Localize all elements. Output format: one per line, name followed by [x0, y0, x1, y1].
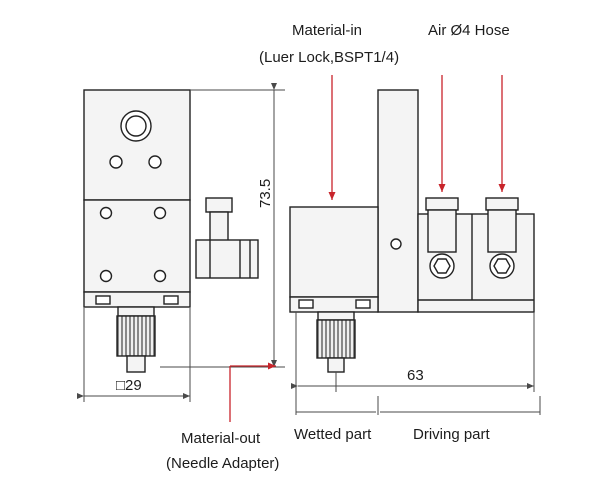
front-screw-hole — [148, 155, 162, 169]
width-dimension-label: □29 — [116, 377, 142, 394]
front-needle-tip — [126, 355, 146, 373]
front-upper-block — [83, 89, 191, 201]
height-dimension-label: 73.5 — [257, 178, 274, 208]
air-hose-label: Air Ø4 Hose — [428, 22, 510, 39]
front-screw-hole — [99, 269, 113, 283]
material-out-label: Material-out — [181, 430, 261, 447]
wetted-part-label: Wetted part — [294, 426, 372, 443]
material-out-sublabel: (Needle Adapter) — [166, 455, 280, 472]
part-brackets — [295, 312, 541, 415]
front-base-slot — [95, 295, 111, 305]
height-dimension — [160, 83, 285, 368]
material-in-label: Material-in — [292, 22, 363, 39]
front-screw-hole — [99, 206, 113, 220]
front-nozzle-collar — [117, 306, 155, 317]
front-screw-hole — [153, 269, 167, 283]
front-screw-hole — [153, 206, 167, 220]
front-fitting-body — [195, 239, 259, 279]
side-wetted-block — [289, 206, 379, 298]
side-plate-hole — [390, 238, 402, 250]
side-needle-tip — [327, 357, 345, 373]
length-dimension — [291, 312, 535, 392]
hex-socket — [493, 258, 511, 274]
side-knurled-nut — [316, 319, 356, 359]
front-fitting-stem — [209, 211, 229, 243]
air-fitting-body — [487, 209, 517, 253]
front-inlet-port-inner — [125, 115, 147, 137]
air-fitting-cap — [425, 197, 459, 211]
front-fitting-top — [205, 197, 233, 213]
air-fitting-cap — [485, 197, 519, 211]
width-dimension — [77, 308, 191, 402]
air-fitting-body — [427, 209, 457, 253]
front-screw-hole — [109, 155, 123, 169]
hex-socket — [433, 258, 451, 274]
material-in-sublabel: (Luer Lock,BSPT1/4) — [259, 49, 400, 66]
side-nozzle-collar — [317, 311, 355, 321]
front-knurled-nut — [116, 315, 156, 357]
annotation-arrows — [229, 75, 506, 422]
side-vertical-plate — [377, 89, 419, 313]
front-base-slot — [163, 295, 179, 305]
driving-part-label: Driving part — [413, 426, 490, 443]
side-view — [289, 89, 535, 373]
front-view — [83, 89, 259, 373]
length-dimension-label: 63 — [407, 367, 424, 384]
